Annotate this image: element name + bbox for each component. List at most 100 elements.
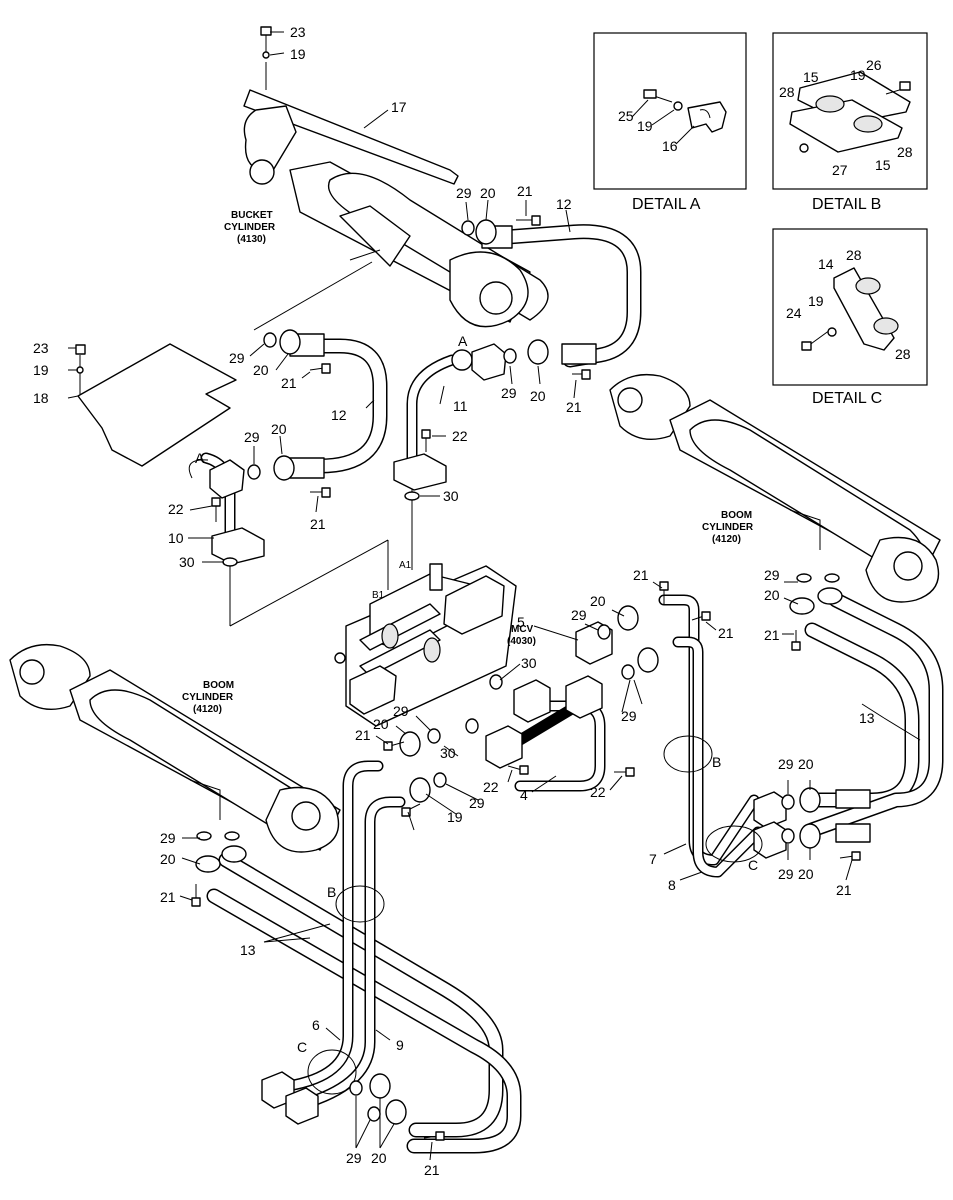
part-number: 20 [798,756,814,772]
pipe-4-block [485,621,613,792]
part-number: 29 [244,429,260,445]
detail-b-label: 19 [850,67,866,83]
boom-cylinder-left-label: CYLINDER [182,692,234,703]
part-number: 8 [668,877,676,893]
detail-a-label: 25 [618,108,634,124]
part-number: 20 [798,866,814,882]
part-number: 22 [168,501,184,517]
hose-13-left [206,852,522,1154]
bucket-cylinder: BUCKET CYLINDER (4130) [224,62,549,328]
pipe-11 [393,343,507,491]
leader-lines [67,31,921,1161]
cover-plate [75,343,237,467]
part-number-labels: 23 19 17 29 20 21 12 23 19 18 29 20 21 1… [33,24,875,1178]
part-number: 19 [290,46,306,62]
detail-a-label: 19 [637,118,653,134]
part-number: 29 [469,795,485,811]
detail-b-label: 28 [897,144,913,160]
detail-c-label: 24 [786,305,802,321]
part-number: 29 [501,385,517,401]
detail-c-label: 19 [808,293,824,309]
part-number: 30 [179,554,195,570]
part-number: 12 [556,196,572,212]
reference-lines [229,261,413,627]
detail-c-label: 28 [895,346,911,362]
boom-cylinder-left: BOOM CYLINDER (4120) [9,643,341,853]
callout-markers: A A B B C C [195,333,763,1095]
part-number: 29 [229,350,245,366]
part-number: 13 [240,942,256,958]
boom-cylinder-left-label: (4120) [193,704,222,715]
part-number: 19 [447,809,463,825]
part-number: 9 [396,1037,404,1053]
part-number: 20 [373,716,389,732]
part-number: 21 [718,625,734,641]
part-number: 7 [649,851,657,867]
bolts [75,26,861,1141]
boom-cylinder-right: BOOM CYLINDER (4120) [609,373,941,603]
hose-13-right [804,592,944,843]
part-number: 29 [571,607,587,623]
callout-b: B [327,884,336,900]
detail-b-box: 15 19 26 28 28 27 15 DETAIL B [772,32,928,213]
detail-c-label: 14 [818,256,834,272]
callout-b: B [712,754,721,770]
part-number: 6 [312,1017,320,1033]
detail-c-box: 28 14 19 24 28 DETAIL C [772,228,928,407]
part-number: 29 [621,708,637,724]
port-b1-label: B1 [372,590,385,601]
part-number: 29 [456,185,472,201]
boom-cylinder-right-label: BOOM [721,510,752,521]
detail-b-title: DETAIL B [812,196,881,213]
part-number: 23 [290,24,306,40]
part-number: 21 [355,727,371,743]
callout-a: A [458,333,468,349]
part-number: 12 [331,407,347,423]
callout-c: C [748,857,758,873]
part-number: 22 [590,784,606,800]
part-number: 29 [778,866,794,882]
part-number: 29 [778,756,794,772]
detail-a-label: 16 [662,138,678,154]
part-number: 30 [440,745,456,761]
boom-cylinder-left-label: BOOM [203,680,234,691]
part-number: 21 [160,889,176,905]
hose-12-lower [282,333,388,479]
boom-cylinder-right-label: CYLINDER [702,522,754,533]
bucket-cylinder-label: BUCKET [231,210,273,221]
part-number: 21 [310,516,326,532]
part-number: 11 [453,398,468,414]
part-number: 5 [517,614,525,630]
part-number: 21 [764,627,780,643]
part-number: 21 [836,882,852,898]
main-control-valve: A1 B1 MCV (4030) [334,560,536,727]
part-number: 4 [520,787,528,803]
split-flanges [195,219,843,1125]
part-number: 10 [168,530,184,546]
part-number: 29 [393,703,409,719]
detail-b-label: 27 [832,162,848,178]
part-number: 20 [271,421,287,437]
mcv-label: (4030) [507,636,536,647]
part-number: 20 [160,851,176,867]
bucket-cylinder-label: (4130) [237,234,266,245]
boom-cylinder-right-label: (4120) [712,534,741,545]
part-number: 21 [424,1162,440,1178]
part-number: 20 [764,587,780,603]
part-number: 19 [33,362,49,378]
part-number: 22 [452,428,468,444]
part-number: 30 [443,488,459,504]
port-a1-label: A1 [399,560,412,571]
detail-c-title: DETAIL C [812,390,882,407]
callout-a: A [195,450,205,466]
o-rings [196,220,840,1122]
part-number: 21 [566,399,582,415]
part-number: 21 [281,375,297,391]
detail-a-title: DETAIL A [632,196,701,213]
part-number: 17 [391,99,407,115]
part-number: 20 [371,1150,387,1166]
part-number: 30 [521,655,537,671]
part-number: 20 [480,185,496,201]
pipes-7-8-right [658,594,787,878]
